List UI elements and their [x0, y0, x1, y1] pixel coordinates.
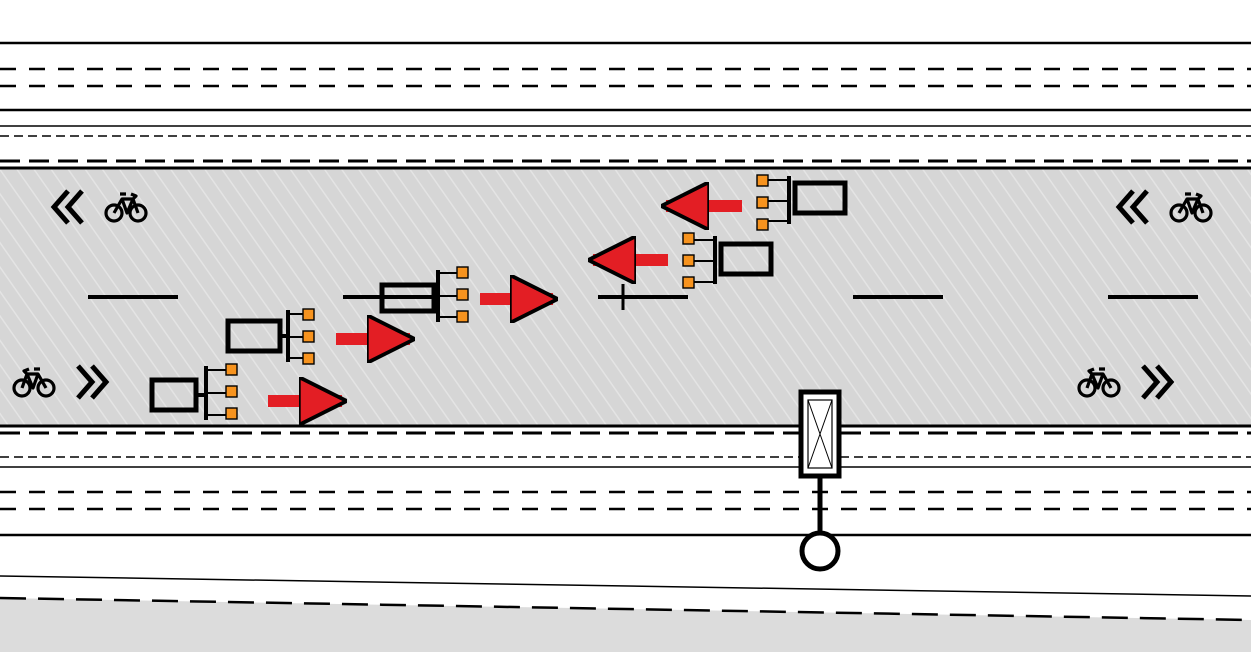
- lane-centre-line: [88, 284, 1198, 310]
- upper-road-strip: [0, 41, 1251, 163]
- vehicle-1: [149, 363, 342, 420]
- vehicle-lights: [682, 232, 695, 289]
- vehicle-4: [666, 174, 848, 231]
- vehicle-lights: [302, 308, 315, 365]
- lower-road-strip: [0, 431, 1251, 537]
- lower-verge: [0, 575, 1251, 652]
- vehicle-5: [593, 232, 774, 289]
- vehicle-2: [225, 308, 410, 365]
- vehicle-lights: [225, 363, 238, 420]
- vehicle-lights: [456, 266, 469, 323]
- vehicle-lights: [756, 174, 769, 231]
- signal-post: [798, 389, 842, 572]
- vehicle-3: [379, 266, 553, 323]
- signal-post-icon: [799, 530, 841, 572]
